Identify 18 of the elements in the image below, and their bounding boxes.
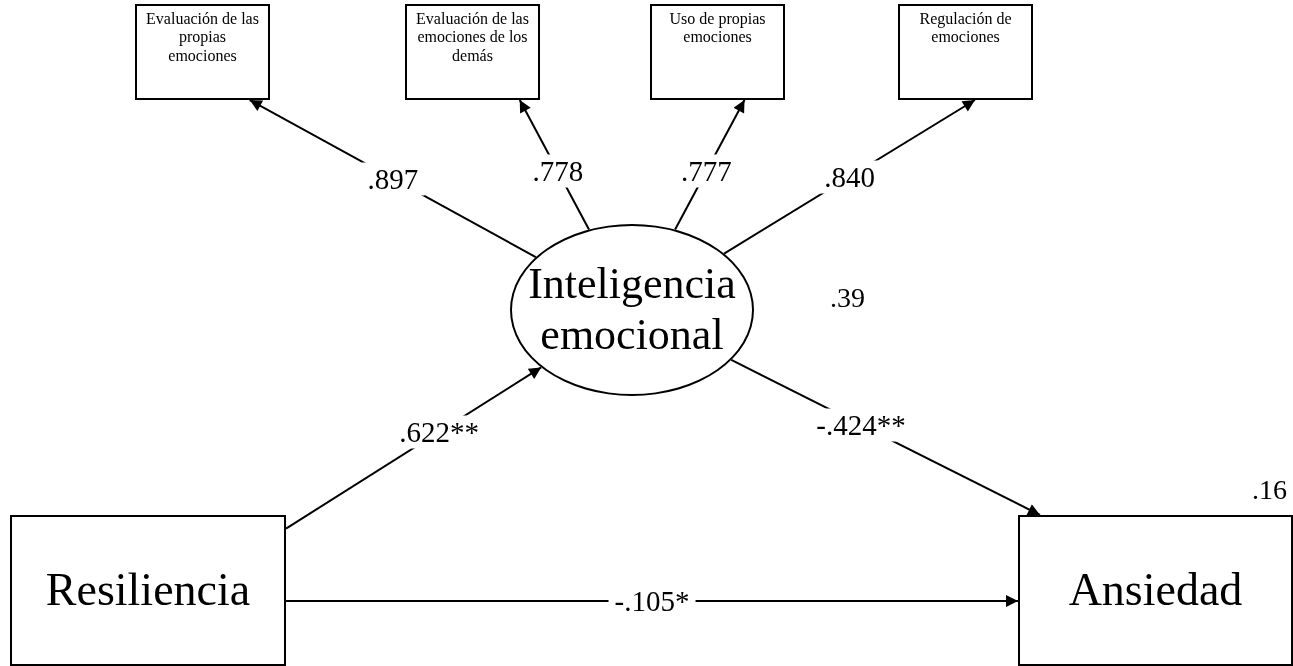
variable-box	[405, 4, 540, 100]
variable-box	[10, 515, 286, 666]
node-label: Inteligencia emocional	[527, 259, 737, 361]
r-squared-value: .16	[1252, 474, 1287, 506]
r-squared-value: .39	[830, 282, 865, 314]
node-label: Resiliencia	[45, 564, 251, 617]
edge-label: .840	[818, 160, 881, 194]
variable-box	[898, 4, 1033, 100]
node-label: Evaluación de las propias emociones	[145, 10, 260, 66]
variable-box	[135, 4, 270, 100]
variable-box	[650, 4, 785, 100]
arrow	[285, 595, 1019, 608]
node-label: Evaluación de las emociones de los demás	[415, 10, 530, 66]
node-label: Regulación de emociones	[918, 10, 1013, 47]
variable-box	[1018, 515, 1293, 666]
node-label: Uso de propias emociones	[668, 10, 767, 47]
edge-label: .897	[361, 162, 425, 196]
node-label: Ansiedad	[1068, 564, 1243, 617]
